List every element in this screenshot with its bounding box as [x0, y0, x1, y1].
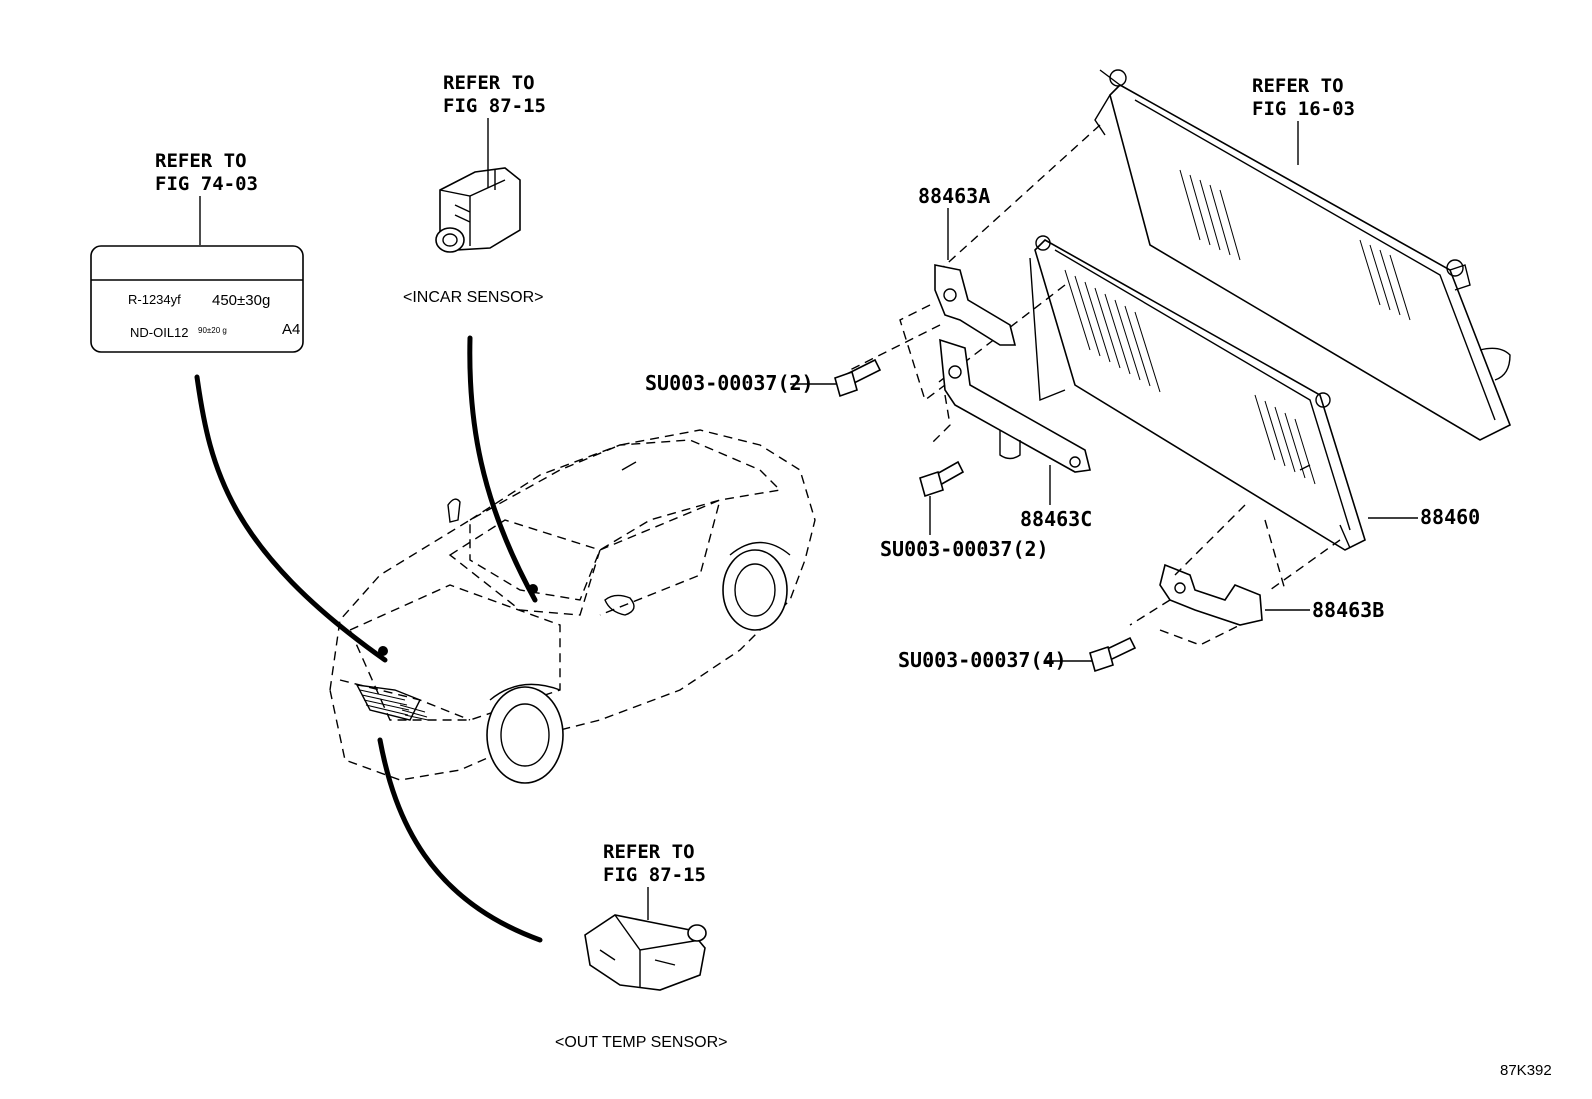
- leader-label-plate: [194, 374, 388, 663]
- ref-fig-74-03-line2: FIG 74-03: [155, 173, 258, 195]
- ref-fig-87-15-incar-line1: REFER TO: [443, 72, 535, 94]
- part-bolt-2: SU003-00037(2): [880, 537, 1049, 561]
- incar-sensor: REFER TO FIG 87-15 <INCAR SENSOR>: [403, 72, 546, 306]
- bolt-3: SU003-00037(4): [898, 636, 1137, 673]
- ref-fig-87-15-incar-line2: FIG 87-15: [443, 95, 546, 117]
- part-bolt-1: SU003-00037(2): [645, 371, 814, 395]
- bolt-1: SU003-00037(2): [645, 358, 882, 398]
- condenser: 88460: [1029, 235, 1480, 551]
- radiator: REFER TO FIG 16-03: [1094, 69, 1512, 441]
- bracket-88463b: 88463B: [1159, 563, 1384, 626]
- label-plate-location-dot: [378, 646, 388, 656]
- refrigerant-label-plate: REFER TO FIG 74-03 R-1234yf 450±30g ND-O…: [90, 150, 304, 353]
- ref-fig-87-15-out-line1: REFER TO: [603, 841, 695, 863]
- label-amount: 450±30g: [212, 292, 270, 309]
- bracket-88463a: 88463A: [918, 184, 1017, 346]
- caption-incar-sensor: <INCAR SENSOR>: [403, 289, 543, 306]
- leader-incar-sensor: [467, 335, 538, 603]
- bracket-88463c: 88463C: [939, 338, 1092, 531]
- label-oil: ND-OIL12: [130, 325, 189, 340]
- label-code: A4: [282, 321, 300, 338]
- ref-fig-16-03-line1: REFER TO: [1252, 75, 1344, 97]
- part-88463b: 88463B: [1312, 598, 1384, 622]
- ref-fig-87-15-out-line2: FIG 87-15: [603, 864, 706, 886]
- part-88463c: 88463C: [1020, 507, 1092, 531]
- part-bolt-3: SU003-00037(4): [898, 648, 1067, 672]
- ref-fig-74-03-line1: REFER TO: [155, 150, 247, 172]
- label-refrigerant: R-1234yf: [128, 292, 181, 307]
- figure-id: 87K392: [1500, 1062, 1552, 1079]
- label-oil-amount: 90±20 g: [198, 326, 227, 335]
- ref-fig-16-03-line2: FIG 16-03: [1252, 98, 1355, 120]
- part-88460: 88460: [1420, 505, 1480, 529]
- incar-sensor-location-dot: [528, 584, 538, 594]
- out-temp-sensor: REFER TO FIG 87-15 <OUT TEMP SENSOR>: [555, 841, 728, 1051]
- leader-out-temp-sensor: [377, 737, 543, 943]
- bolt-2: SU003-00037(2): [880, 460, 1049, 561]
- car-outline: [329, 429, 816, 784]
- caption-out-temp-sensor: <OUT TEMP SENSOR>: [555, 1034, 728, 1051]
- part-88463a: 88463A: [918, 184, 990, 208]
